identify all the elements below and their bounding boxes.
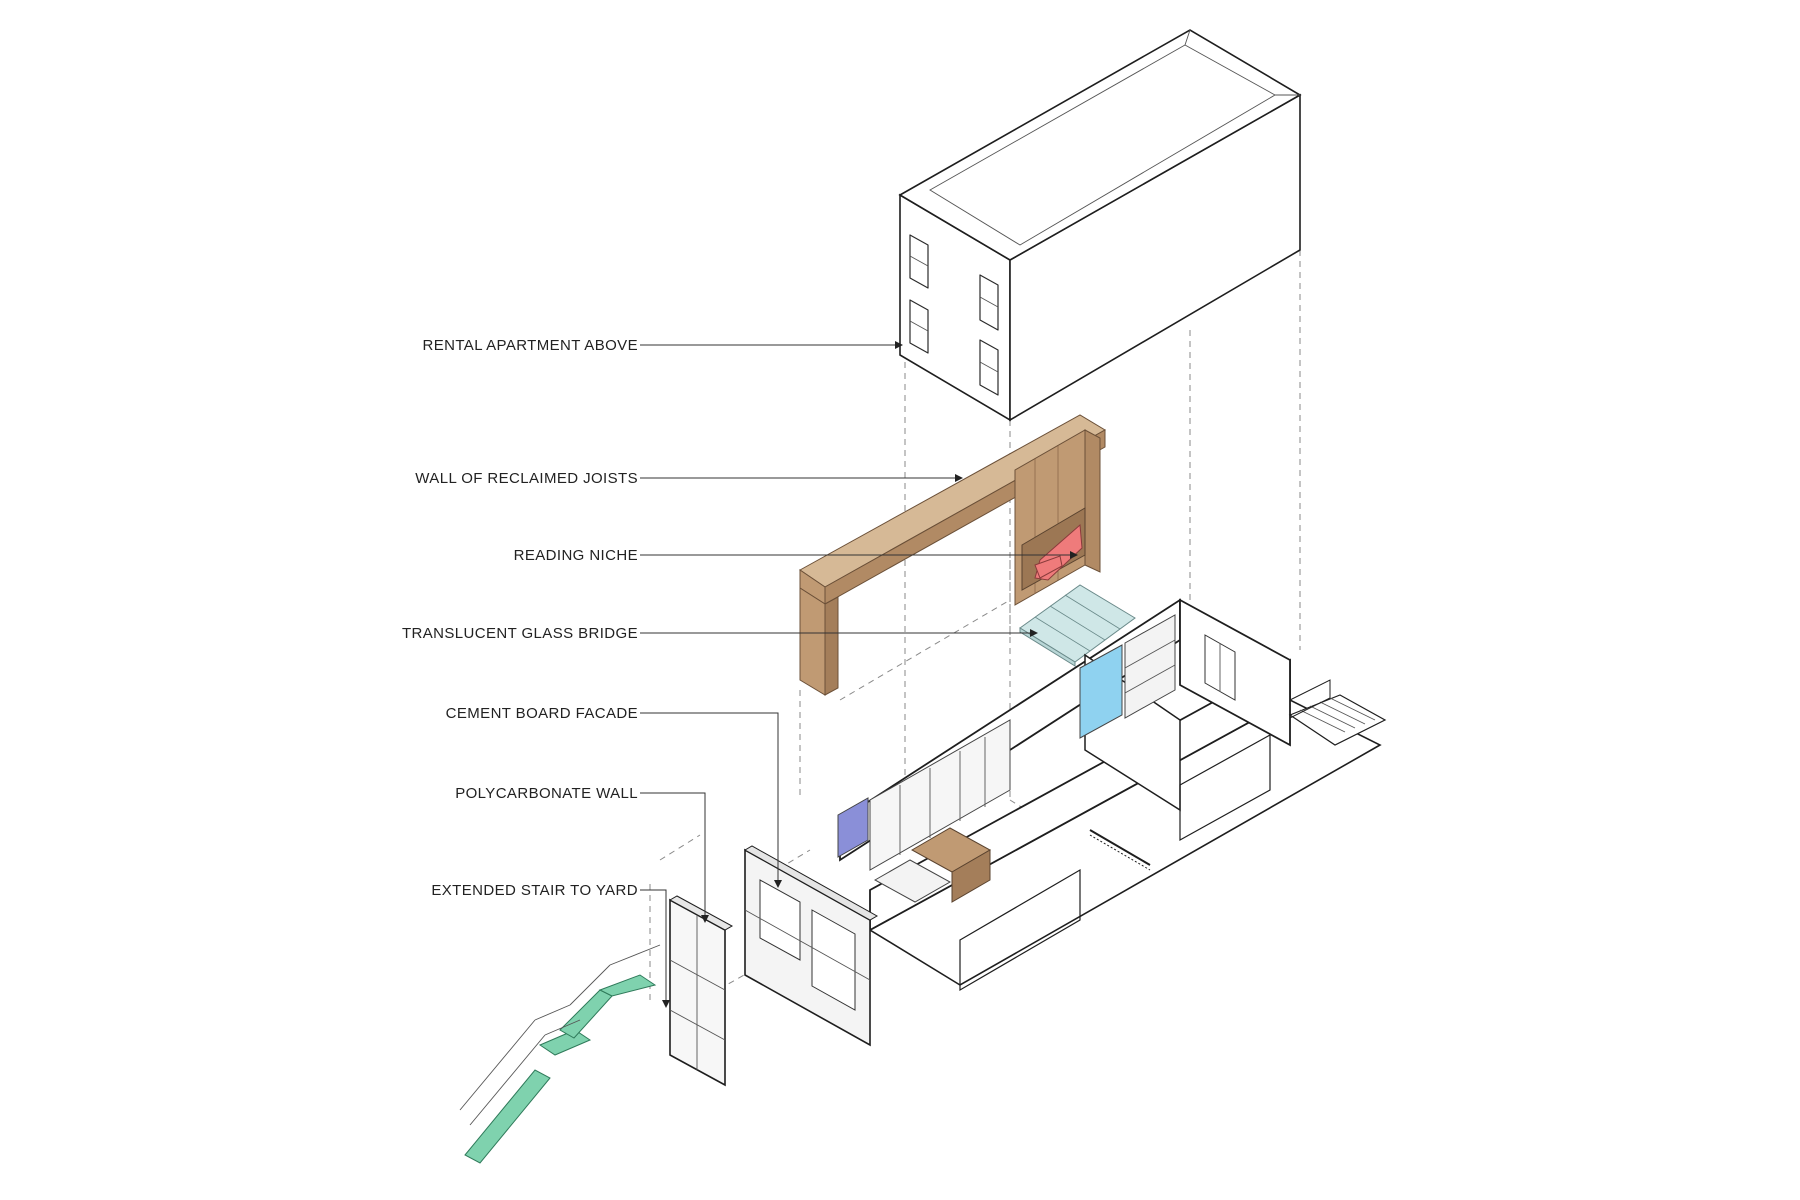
reading-niche — [1021, 507, 1086, 591]
label-polycarbonate-wall: POLYCARBONATE WALL — [455, 785, 638, 802]
purple-panel — [837, 797, 869, 858]
extended-stair — [459, 944, 661, 1164]
reclaimed-joist-wall — [799, 414, 1106, 696]
cement-board-facade — [743, 845, 879, 1047]
blue-panel — [1079, 644, 1123, 739]
leader-facade — [640, 712, 779, 880]
label-glass-bridge: TRANSLUCENT GLASS BRIDGE — [402, 625, 638, 642]
labels: RENTAL APARTMENT ABOVE WALL OF RECLAIMED… — [402, 337, 638, 899]
polycarbonate-wall — [668, 895, 734, 1087]
label-reclaimed-joists: WALL OF RECLAIMED JOISTS — [415, 470, 638, 487]
rental-apartment-volume — [898, 29, 1302, 422]
window-icon — [909, 234, 999, 396]
leader-lines — [640, 341, 1078, 1008]
leader-stair — [640, 889, 667, 1000]
main-floor-volume — [837, 598, 1382, 992]
label-extended-stair: EXTENDED STAIR TO YARD — [431, 882, 638, 899]
label-cement-board-facade: CEMENT BOARD FACADE — [446, 705, 638, 722]
leader-polycarbonate — [640, 792, 706, 915]
label-rental-apartment: RENTAL APARTMENT ABOVE — [422, 337, 638, 354]
label-reading-niche: READING NICHE — [514, 547, 638, 564]
rear-exterior-stair — [1288, 679, 1387, 746]
glass-bridge — [1019, 584, 1136, 667]
